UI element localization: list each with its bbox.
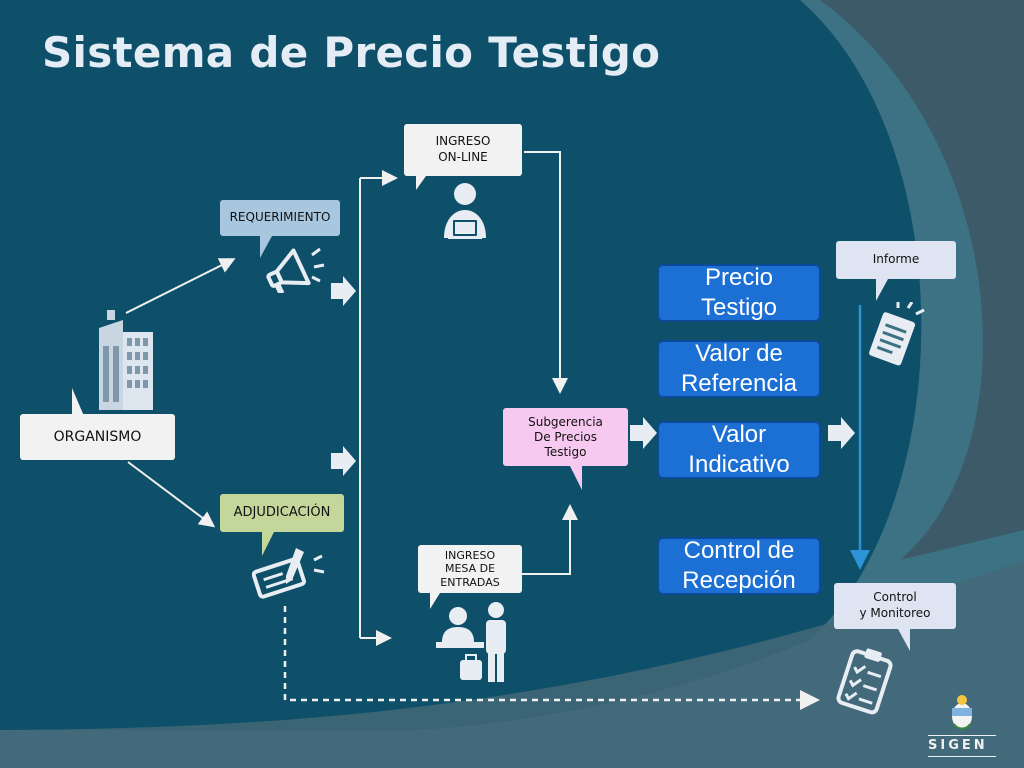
- output-precio-testigo: Precio Testigo: [657, 264, 821, 322]
- sigen-logo-text: SIGEN: [928, 738, 988, 753]
- subgerencia-line3: Testigo: [544, 444, 587, 459]
- sigen-logo-underline-bottom: [928, 756, 996, 757]
- output-control-recepcion-line1: Control de: [683, 537, 795, 564]
- control-line1: Control: [873, 590, 917, 605]
- ingreso-online-callout: INGRESO ON-LINE: [404, 124, 522, 176]
- argentina-seal-icon: [952, 695, 972, 730]
- output-valor-referencia-line2: Referencia: [680, 370, 798, 397]
- requerimiento-tail: [260, 236, 272, 258]
- output-valor-referencia-line1: Valor de: [695, 340, 783, 367]
- user-laptop-icon: [444, 183, 486, 239]
- output-precio-testigo-line1: Precio: [704, 264, 774, 291]
- dashed-arrow-to-control: [283, 606, 820, 710]
- ingreso-mesa-line1: INGRESO: [444, 549, 496, 563]
- megaphone-icon: [266, 247, 325, 293]
- subgerencia-line1: Subgerencia: [528, 414, 603, 429]
- clipboard-checklist-icon: [836, 648, 893, 715]
- control-line2: y Monitoreo: [859, 606, 931, 620]
- subgerencia-callout: Subgerencia De Precios Testigo: [503, 408, 628, 466]
- output-valor-referencia: Valor de Referencia: [657, 340, 821, 398]
- output-valor-indicativo: Valor Indicativo: [657, 421, 821, 479]
- slide-title: Sistema de Precio Testigo: [42, 28, 661, 77]
- organismo-callout: ORGANISMO: [20, 414, 175, 460]
- control-tail: [898, 629, 910, 651]
- output-valor-indicativo-line1: Valor: [711, 421, 767, 448]
- ingreso-mesa-line3: ENTRADAS: [440, 575, 500, 589]
- ingreso-online-tail: [416, 176, 426, 190]
- arrow-online-to-subgerencia: [524, 151, 568, 394]
- block-arrow-outputs: [828, 417, 855, 449]
- adjudicacion-callout: ADJUDICACIÓN: [220, 494, 344, 532]
- output-valor-indicativo-line2: Indicativo: [688, 451, 790, 478]
- adjudicacion-tail: [262, 532, 274, 556]
- adjudicacion-label: ADJUDICACIÓN: [233, 504, 331, 520]
- organismo-tail: [72, 388, 84, 416]
- block-arrow-subgerencia: [630, 417, 657, 449]
- control-callout: Control y Monitoreo: [834, 583, 956, 629]
- arrow-to-adjudicacion: [127, 461, 216, 528]
- requerimiento-callout: REQUERIMIENTO: [220, 200, 340, 236]
- requerimiento-label: REQUERIMIENTO: [229, 210, 331, 225]
- informe-label: Informe: [872, 252, 920, 267]
- ingreso-mesa-line2: MESA DE: [444, 562, 496, 576]
- ingreso-online-line1: INGRESO: [435, 134, 491, 149]
- check-pen-icon: [252, 548, 325, 599]
- building-icon: [99, 310, 153, 410]
- arrow-to-requerimiento: [125, 258, 236, 314]
- clerk-visitor-icon: [436, 602, 506, 682]
- ingreso-mesa-tail: [430, 593, 440, 609]
- output-precio-testigo-line2: Testigo: [700, 294, 778, 321]
- informe-callout: Informe: [836, 241, 956, 279]
- sigen-logo-underline: [928, 735, 996, 736]
- ingreso-mesa-callout: INGRESO MESA DE ENTRADAS: [418, 545, 522, 593]
- organismo-label: ORGANISMO: [53, 428, 142, 445]
- block-arrow-adjudicacion: [331, 446, 356, 476]
- document-icon: [869, 302, 925, 366]
- arrow-mesa-to-subgerencia: [522, 504, 578, 575]
- subgerencia-tail: [570, 466, 582, 490]
- subgerencia-line2: De Precios: [533, 429, 598, 444]
- ingreso-online-line2: ON-LINE: [438, 150, 488, 164]
- output-control-recepcion: Control de Recepción: [657, 537, 821, 595]
- block-arrow-requerimiento: [331, 276, 356, 306]
- informe-tail: [876, 279, 888, 301]
- output-control-recepcion-line2: Recepción: [682, 567, 796, 594]
